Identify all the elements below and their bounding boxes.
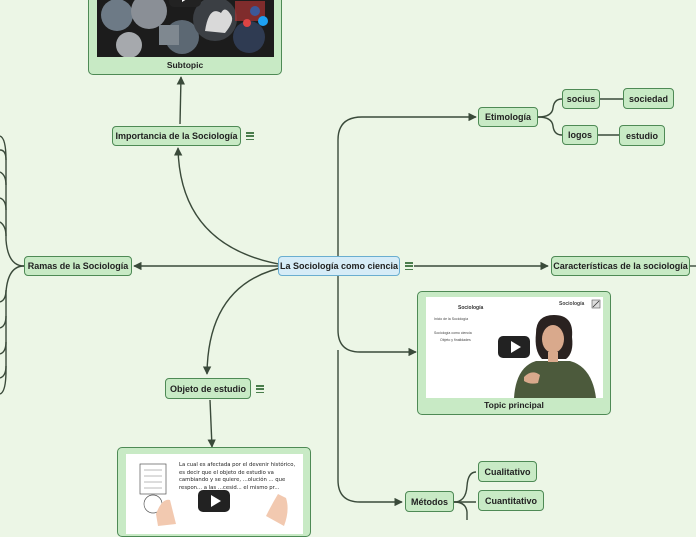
node-ramas-label: Ramas de la Sociología	[27, 261, 129, 271]
node-cualitativo-label: Cualitativo	[484, 466, 531, 477]
central-topic-label: La Sociología como ciencia	[279, 261, 399, 271]
node-objeto[interactable]: Objeto de estudio	[165, 378, 251, 399]
node-sociedad-label: sociedad	[628, 93, 668, 104]
node-estudio-label: estudio	[625, 130, 658, 141]
video-badge: Sociología	[559, 301, 585, 307]
node-logos[interactable]: logos	[562, 125, 598, 145]
play-icon[interactable]	[169, 0, 201, 7]
subtopic-card[interactable]: Subtopic	[88, 0, 282, 75]
node-objeto-label: Objeto de estudio	[169, 383, 246, 394]
connector-lines	[0, 76, 696, 520]
node-estudio[interactable]: estudio	[619, 125, 665, 146]
subtopic-video-thumbnail[interactable]	[97, 0, 274, 57]
subtopic-caption: Subtopic	[166, 60, 204, 70]
node-sociedad[interactable]: sociedad	[623, 88, 674, 109]
node-cualitativo[interactable]: Cualitativo	[478, 461, 537, 482]
collage-graphic	[101, 0, 268, 57]
node-etimologia[interactable]: Etimología	[478, 107, 538, 127]
notes-icon[interactable]	[255, 384, 265, 394]
presenter-graphic	[514, 299, 601, 398]
slide-line-2: Sociología como ciencia	[434, 331, 472, 335]
topic-principal-caption: Topic principal	[484, 400, 544, 410]
central-topic[interactable]: La Sociología como ciencia	[278, 256, 400, 276]
node-etimologia-label: Etimología	[484, 112, 531, 122]
node-logos-label: logos	[568, 130, 592, 140]
node-importancia-label: Importancia de la Sociología	[115, 131, 238, 141]
topic-principal-card[interactable]: Sociología Inicio de la Sociología Socio…	[417, 291, 611, 415]
node-socius[interactable]: socius	[562, 89, 600, 109]
node-socius-label: socius	[566, 94, 596, 104]
node-metodos-label: Métodos	[411, 496, 448, 507]
topic-principal-video-thumbnail[interactable]: Sociología Inicio de la Sociología Socio…	[426, 297, 603, 398]
node-cuantitativo[interactable]: Cuantitativo	[478, 490, 544, 511]
whiteboard-graphic	[139, 463, 288, 526]
slide-line-1: Inicio de la Sociología	[434, 317, 469, 321]
node-cuantitativo-label: Cuantitativo	[484, 495, 537, 506]
node-caracteristicas-label: Características de la sociología	[553, 261, 688, 271]
node-importancia[interactable]: Importancia de la Sociología	[112, 126, 241, 146]
slide-title: Sociología	[458, 305, 484, 311]
play-icon[interactable]	[198, 490, 230, 512]
notes-icon[interactable]	[245, 131, 255, 141]
objeto-video-thumbnail[interactable]: La cual es afectada por el devenir histó…	[126, 454, 303, 534]
notes-icon[interactable]	[404, 261, 414, 271]
play-icon[interactable]	[498, 336, 530, 358]
objeto-video-card[interactable]: La cual es afectada por el devenir histó…	[117, 447, 311, 537]
slide-bullet: Objeto y finalidades	[440, 338, 471, 342]
node-metodos[interactable]: Métodos	[405, 491, 454, 512]
node-caracteristicas[interactable]: Características de la sociología	[551, 256, 690, 276]
node-ramas[interactable]: Ramas de la Sociología	[24, 256, 132, 276]
handwritten-note: La cual es afectada por el devenir histó…	[179, 462, 296, 491]
